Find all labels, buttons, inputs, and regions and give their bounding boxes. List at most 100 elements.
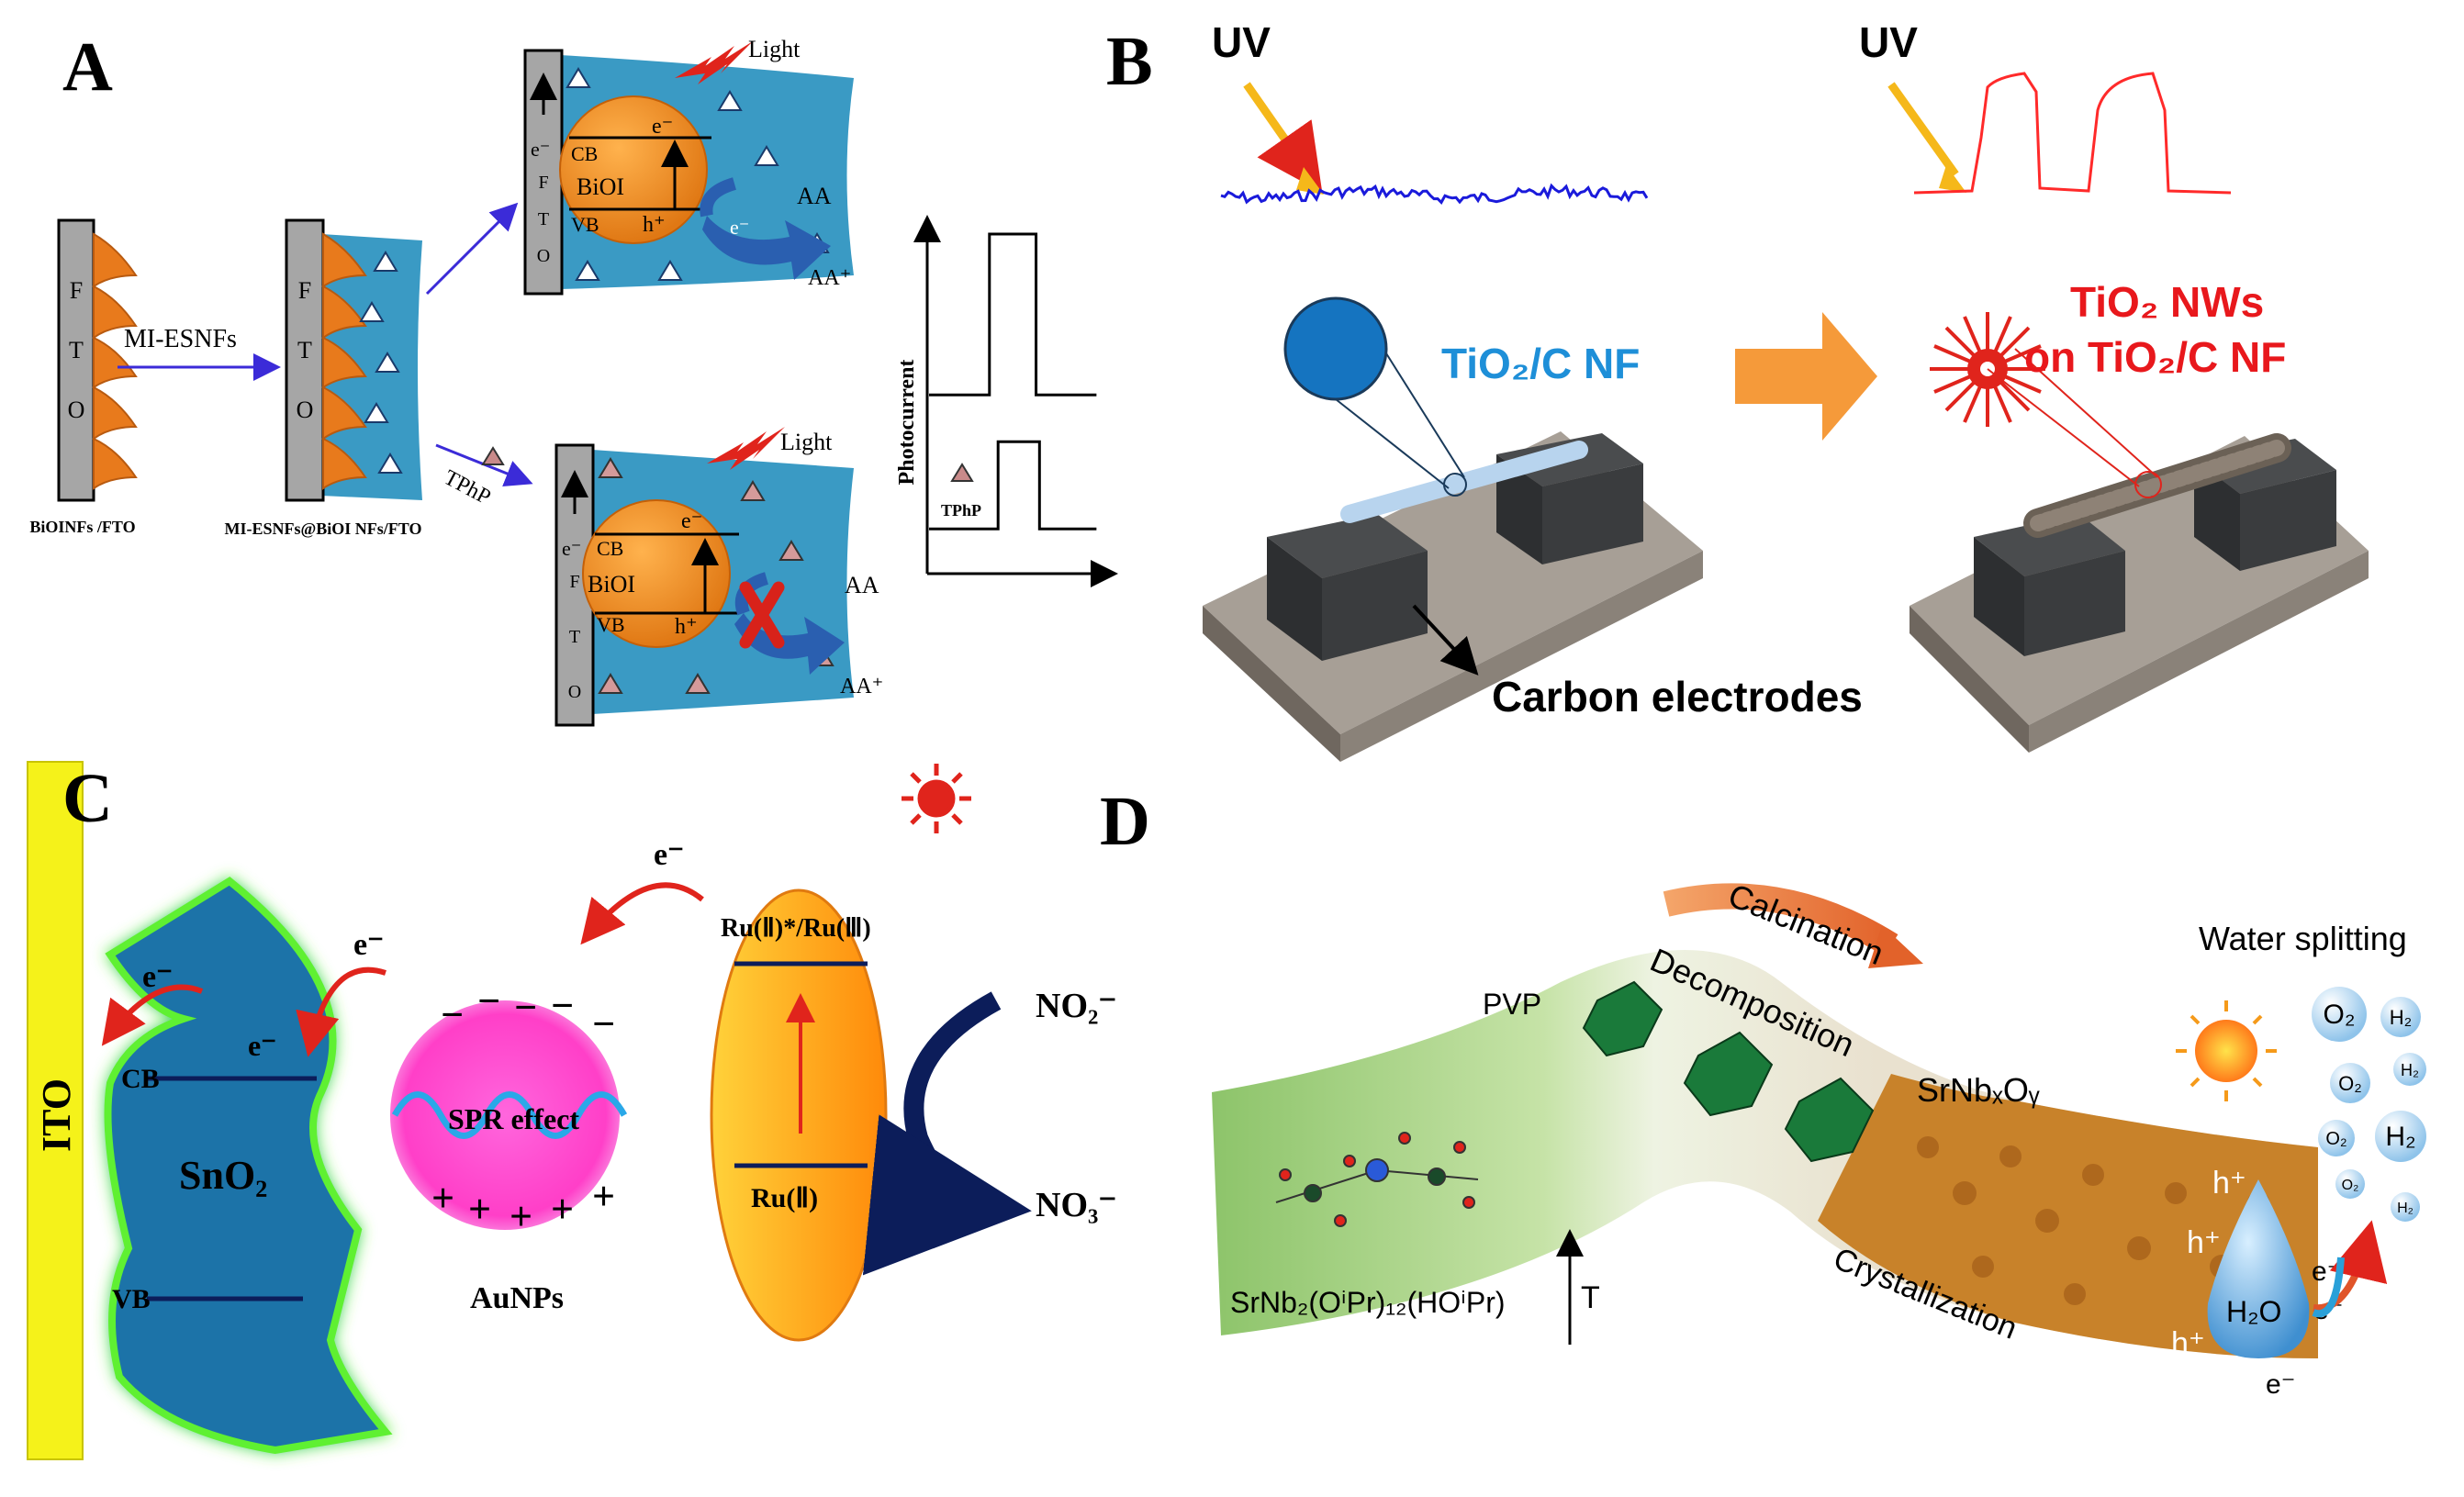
uv-arrow-left [1243, 82, 1323, 193]
spr-effect: SPR effect [448, 1102, 579, 1135]
top-aa: AA [797, 183, 832, 209]
ru-excited: Ru(Ⅱ)*/Ru(Ⅲ) [721, 914, 871, 943]
aunps-label: AuNPs [470, 1281, 564, 1315]
scheme-top: Light e⁻ e⁻ CB BiOI VB h⁺ e⁻ AA AA⁺ F T … [523, 36, 854, 296]
hole-2: h⁺ [2187, 1225, 2221, 1260]
label-miesnfs: MI-ESNFs [124, 325, 237, 353]
fto-f: F [70, 277, 83, 304]
blocked-x-icon [739, 581, 785, 649]
ito-bar [27, 761, 84, 1460]
bottom-e-fto: e⁻ [562, 537, 581, 560]
sno2-vb: VB [112, 1284, 151, 1314]
scheme-bottom: Light e⁻ e⁻ CB BiOI VB h⁺ AA AA⁺ F T O [554, 427, 883, 727]
water-splitting-label: Water splitting [2199, 920, 2407, 957]
panel-c-letter: C [62, 760, 113, 837]
bubble-3: H₂ [2401, 1061, 2419, 1079]
bottom-h: h⁺ [675, 615, 698, 639]
c-e-au: e⁻ [353, 928, 384, 962]
c-e-cb: e⁻ [248, 1029, 276, 1062]
svg-text:+: + [510, 1194, 532, 1239]
uv-right: UV [1859, 18, 1918, 66]
sun-icon [902, 764, 971, 833]
no-response-trace [1220, 183, 1649, 205]
bottom-bioi: BiOI [588, 571, 635, 598]
top-e-fto: e⁻ [531, 138, 550, 161]
top-e-arrow: e⁻ [730, 216, 749, 239]
sun-icon-d [2176, 1000, 2277, 1101]
bottom-fto-o: O [568, 682, 581, 702]
lightning-icon [675, 41, 753, 84]
fto-o-2: O [297, 397, 314, 423]
top-vb: VB [571, 213, 599, 236]
sno2-label: SnO₂ [179, 1153, 267, 1198]
top-light: Light [748, 36, 801, 62]
top-fto-t: T [538, 209, 549, 229]
pvp-label: PVP [1483, 988, 1541, 1021]
bottom-light: Light [780, 429, 833, 455]
top-e-cb: e⁻ [652, 115, 673, 139]
no2-to-no3-arrow [862, 991, 1032, 1276]
fto-f-2: F [298, 277, 311, 304]
bottom-e-cb: e⁻ [681, 509, 702, 533]
ru-ground: Ru(Ⅱ) [751, 1183, 818, 1213]
photocurrent-trace-tphp [929, 440, 1097, 531]
bottom-vb: VB [597, 613, 625, 636]
bottom-fto-t: T [569, 627, 580, 647]
top-bioi: BiOI [577, 173, 624, 200]
crystalline-section [1818, 1074, 2318, 1358]
h2o-label: H₂O [2226, 1295, 2281, 1328]
label-tphp-arrow: TPhP [440, 465, 494, 509]
top-aa-plus: AA⁺ [808, 266, 851, 290]
bubble-1: H₂ [2390, 1006, 2412, 1029]
svg-text:−: − [441, 992, 464, 1037]
bubble-7: H₂ [2397, 1201, 2414, 1216]
transform-arrow-icon [1735, 312, 1877, 441]
arrow-to-top [425, 202, 519, 296]
electron-3: e⁻ [2266, 1369, 2296, 1400]
o2-evolution-arrow [2312, 1257, 2345, 1318]
fto-t-2: T [297, 337, 312, 363]
tphp-triangle-icon [481, 446, 505, 465]
electrode-bare: F T O [57, 218, 138, 502]
svg-text:−: − [477, 978, 500, 1023]
photoresponse-trace [1913, 72, 2232, 195]
aunp-sphere [390, 1000, 620, 1230]
graph-tphp-label: TPhP [941, 501, 981, 519]
graph-ylabel: Photocurrent [895, 360, 919, 486]
electrode-pointer-arrow [1412, 604, 1479, 676]
arrow-to-bottom [435, 443, 533, 487]
no3-label: NO₃⁻ [1036, 1186, 1116, 1224]
zoom-circle-blue [1283, 296, 1388, 401]
top-cb: CB [571, 142, 598, 165]
water-drop-icon [2207, 1179, 2310, 1358]
uv-arrow-right [1887, 82, 1959, 177]
panel-c: ITO C CB VB SnO₂ e⁻ e⁻ e⁻ −−−−− +++++ SP… [27, 760, 1116, 1460]
svg-text:−: − [592, 1001, 615, 1046]
svg-text:−: − [551, 983, 574, 1028]
sno2-cb: CB [121, 1064, 160, 1094]
panel-d: D Calcination Decomposition PVP SrNb₂(Oⁱ… [1100, 783, 2426, 1400]
gas-bubbles: O₂ H₂ O₂ H₂ O₂ H₂ O₂ H₂ [2312, 987, 2426, 1222]
panel-a-letter: A [62, 28, 113, 106]
bubble-0: O₂ [2324, 1000, 2356, 1030]
ito-label: ITO [34, 1078, 79, 1152]
fto-t: T [69, 337, 84, 363]
device-left: TiO₂/C NF Carbon electrodes [1203, 296, 1863, 762]
graph-tphp-icon [950, 463, 974, 482]
device-right: TiO₂ NWs on TiO₂/C NF [1910, 278, 2369, 753]
lightning-icon-2 [707, 427, 785, 470]
bottom-cb: CB [597, 537, 623, 560]
crystal-clusters [1582, 980, 1875, 1163]
temperature-label: T [1581, 1280, 1600, 1315]
c-e-ru: e⁻ [654, 838, 684, 872]
electrode-modified: F T O [285, 218, 422, 502]
svg-text:−: − [514, 985, 537, 1030]
label-carbon-electrodes: Carbon electrodes [1492, 673, 1863, 721]
fto-o: O [68, 397, 85, 423]
label-on-tio2-c-nf: on TiO₂/C NF [2024, 333, 2286, 381]
svg-text:+: + [468, 1187, 491, 1232]
caption-bioi-fto: BiOINFs /FTO [29, 518, 135, 536]
hole-3: h⁺ [2171, 1326, 2205, 1361]
bubble-6: O₂ [2342, 1178, 2359, 1193]
